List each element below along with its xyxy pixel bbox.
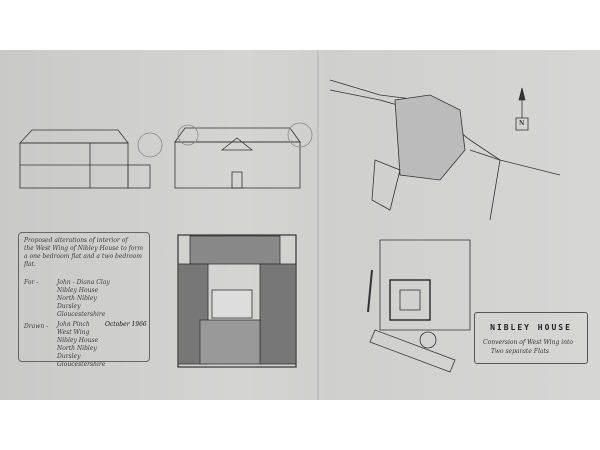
drawing-title: NIBLEY HOUSE xyxy=(490,323,572,332)
address-line: North Nibley xyxy=(57,345,97,352)
for-label: For - xyxy=(24,279,39,286)
address-line: Dursley xyxy=(57,303,81,310)
drawn-label: Drawn - xyxy=(24,323,49,330)
address-line: West Wing xyxy=(57,329,90,336)
heading-line: the West Wing of Nibley House to form xyxy=(24,245,144,252)
address-line: Nibley House xyxy=(57,287,99,294)
client-address: John - Diana Clay Nibley House North Nib… xyxy=(57,279,110,319)
drawing-date: October 1966 xyxy=(105,321,147,328)
heading-line: Proposed alterations of interior of xyxy=(24,237,128,244)
drawn-by-address: John Pinch West Wing Nibley House North … xyxy=(57,321,105,369)
roof-plan xyxy=(177,234,297,368)
front-elevation xyxy=(174,122,313,189)
address-line: Nibley House xyxy=(57,337,99,344)
address-line: John Pinch xyxy=(57,321,90,328)
north-label: N xyxy=(519,120,525,127)
subtitle-line: Two separate Flats xyxy=(491,348,549,355)
heading-line: a one bedroom flat and a two bedroom xyxy=(24,253,142,260)
subtitle-line: Conversion of West Wing into xyxy=(483,339,574,346)
address-line: Gloucestershire xyxy=(57,311,106,318)
address-line: Gloucestershire xyxy=(57,361,106,368)
side-elevation xyxy=(19,129,163,189)
notes-box: Proposed alterations of interior of the … xyxy=(18,232,150,368)
address-line: John - Diana Clay xyxy=(57,279,110,286)
address-line: North Nibley xyxy=(57,295,97,302)
heading-line: flat. xyxy=(24,261,36,268)
address-line: Dursley xyxy=(57,353,81,360)
notes-heading: Proposed alterations of interior of the … xyxy=(24,237,143,269)
north-arrow-icon xyxy=(515,87,529,131)
site-plan xyxy=(367,239,471,373)
title-block: NIBLEY HOUSE Conversion of West Wing int… xyxy=(474,312,588,364)
location-map xyxy=(329,79,561,221)
drawing-sheet xyxy=(0,50,600,400)
